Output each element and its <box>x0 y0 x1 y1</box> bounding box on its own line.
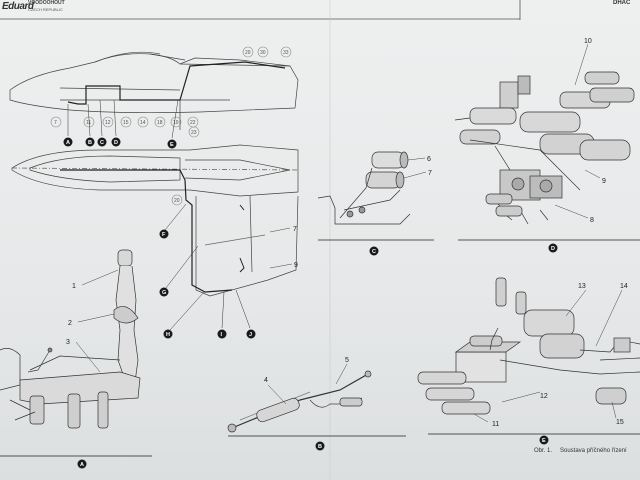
detail-e-drawing <box>417 277 640 423</box>
side-view-callouts: 7 11 12 15 14 18 19 22 23 29 30 33 <box>50 46 292 138</box>
detail-a-drawing <box>0 249 141 429</box>
callout: 29 <box>245 50 251 56</box>
header-title: DHAC <box>613 0 631 6</box>
section-tag-i: I <box>221 332 223 338</box>
section-tag-g: G <box>162 290 166 296</box>
callout: 12 <box>105 120 111 126</box>
detail-a-tag: A <box>80 462 84 468</box>
detail-e-callout-11: 11 <box>492 421 499 428</box>
section-tag-b: B <box>88 140 92 146</box>
detail-c-callout-7: 7 <box>428 170 432 177</box>
detail-a-callout-1: 1 <box>72 283 76 290</box>
detail-d-callout-10: 10 <box>584 38 592 45</box>
company-name: VOODOOHOUT <box>28 0 65 6</box>
callout: 23 <box>191 130 197 136</box>
detail-d-tag-bg <box>548 243 558 253</box>
section-tag-e: E <box>170 142 174 148</box>
detail-e-tag: E <box>542 438 546 444</box>
fuselage-side-view <box>9 51 299 130</box>
detail-a-callout-3: 3 <box>66 339 70 346</box>
section-tag-c: C <box>100 140 104 146</box>
callout: 30 <box>260 50 266 56</box>
detail-c-tag: C <box>372 249 376 255</box>
callout: 7 <box>54 120 57 126</box>
detail-a-callout-2: 2 <box>68 320 72 327</box>
callout: 11 <box>86 120 91 126</box>
callout: 15 <box>123 120 129 126</box>
callout: 22 <box>190 120 196 126</box>
detail-b-callout-5: 5 <box>345 357 349 364</box>
wing-callouts: 20 7 9 <box>171 194 298 269</box>
detail-d-tag: D <box>551 246 555 252</box>
callout: 9 <box>294 262 298 269</box>
detail-c-callout-6: 6 <box>427 156 431 163</box>
callout: 7 <box>293 226 297 233</box>
section-tag-d: D <box>114 140 118 146</box>
top-view-airframe <box>11 144 299 297</box>
callout: 18 <box>157 120 163 126</box>
detail-b-drawing <box>227 363 372 433</box>
callout: 20 <box>174 198 180 204</box>
detail-b-callout-4: 4 <box>264 377 268 384</box>
company-country: CZECH REPUBLIC <box>28 7 63 12</box>
callout: 33 <box>283 50 289 56</box>
section-tag-f: F <box>162 232 166 238</box>
detail-e-callout-15: 15 <box>616 419 624 426</box>
detail-d-callout-9: 9 <box>602 178 606 185</box>
callout: 19 <box>173 120 179 126</box>
detail-e-tag-bg <box>539 435 549 445</box>
brand-logo: Eduard <box>2 1 34 12</box>
side-view-section-tags: A B C D E <box>63 99 179 149</box>
figure-caption-number: Obr. 1. <box>534 448 553 454</box>
detail-d-drawing <box>454 43 635 225</box>
section-tag-h: H <box>166 332 170 338</box>
detail-b-tag-bg <box>315 441 325 451</box>
detail-c-drawing <box>317 151 427 225</box>
detail-a-tag-bg <box>77 459 87 469</box>
detail-e-callout-14: 14 <box>620 283 628 290</box>
detail-b-tag: B <box>318 444 322 450</box>
figure-caption-text: Soustava příčného řízení <box>560 448 627 454</box>
wing-section-tags: F G H I J <box>159 203 256 339</box>
section-tag-a: A <box>66 140 70 146</box>
detail-e-callout-13: 13 <box>578 283 586 290</box>
callout: 14 <box>140 120 146 126</box>
section-tag-j: J <box>249 332 252 338</box>
detail-c-tag-bg <box>369 246 379 256</box>
detail-d-callout-8: 8 <box>590 217 594 224</box>
detail-e-callout-12: 12 <box>540 393 548 400</box>
